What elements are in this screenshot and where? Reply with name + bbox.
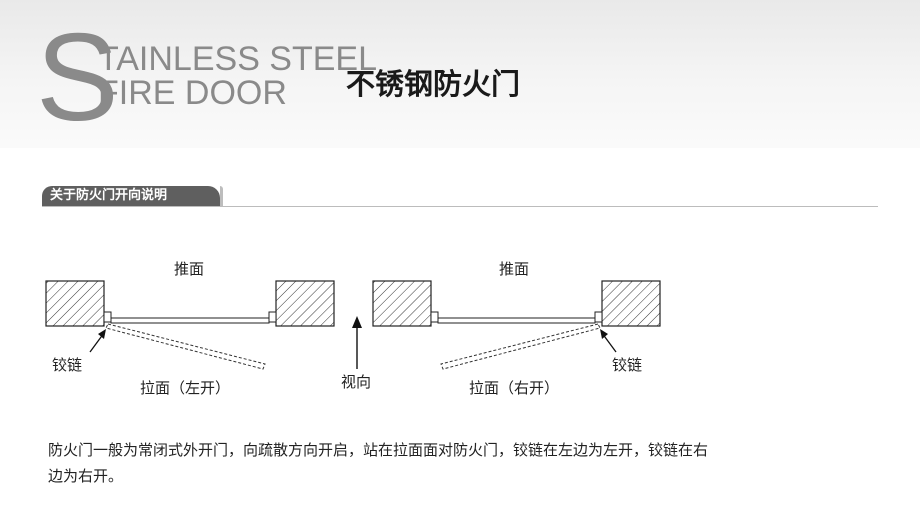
description-text: 防火门一般为常闭式外开门，向疏散方向开启，站在拉面面对防火门，铰链在左边为左开，… — [48, 441, 709, 485]
right-door-leaf-open — [440, 323, 601, 370]
left-door-diagram — [45, 280, 335, 370]
left-hinge-box — [103, 311, 112, 323]
right-hinge-box — [594, 311, 603, 323]
door-opening-diagram — [45, 280, 661, 370]
logo-letter: S — [36, 9, 119, 147]
left-hinge-arrowhead — [98, 329, 106, 339]
left-wall-left — [45, 280, 105, 327]
page-title: 不锈钢防火门 — [346, 67, 521, 101]
header-banner: S TAINLESS STEEL FIRE DOOR 不锈钢防火门 — [0, 0, 920, 148]
section-divider — [42, 206, 878, 207]
left-hinge-label: 铰链 — [52, 356, 83, 374]
english-title-line1: TAINLESS STEEL — [98, 40, 378, 78]
right-hinge-label: 铰链 — [612, 356, 643, 374]
left-pull-label: 拉面（左开） — [140, 379, 231, 397]
view-direction-label: 视向 — [341, 373, 372, 391]
right-pull-label: 拉面（右开） — [469, 379, 560, 397]
right-hinge-arrowhead — [600, 329, 608, 339]
left-wall-right — [275, 280, 335, 327]
view-direction-arrow — [352, 316, 362, 369]
right-door-diagram — [372, 280, 661, 370]
right-wall-left — [372, 280, 432, 327]
left-door-leaf-closed — [110, 317, 270, 324]
right-stop-box — [430, 311, 439, 323]
left-stop-box — [268, 311, 277, 323]
left-push-label: 推面 — [174, 260, 205, 278]
right-door-leaf-closed — [437, 317, 596, 324]
section-title: 关于防火门开向说明 — [42, 186, 223, 206]
english-title-line2: FIRE DOOR — [98, 74, 287, 112]
right-wall-right — [601, 280, 661, 327]
left-door-leaf-open — [105, 323, 266, 370]
right-push-label: 推面 — [499, 260, 530, 278]
